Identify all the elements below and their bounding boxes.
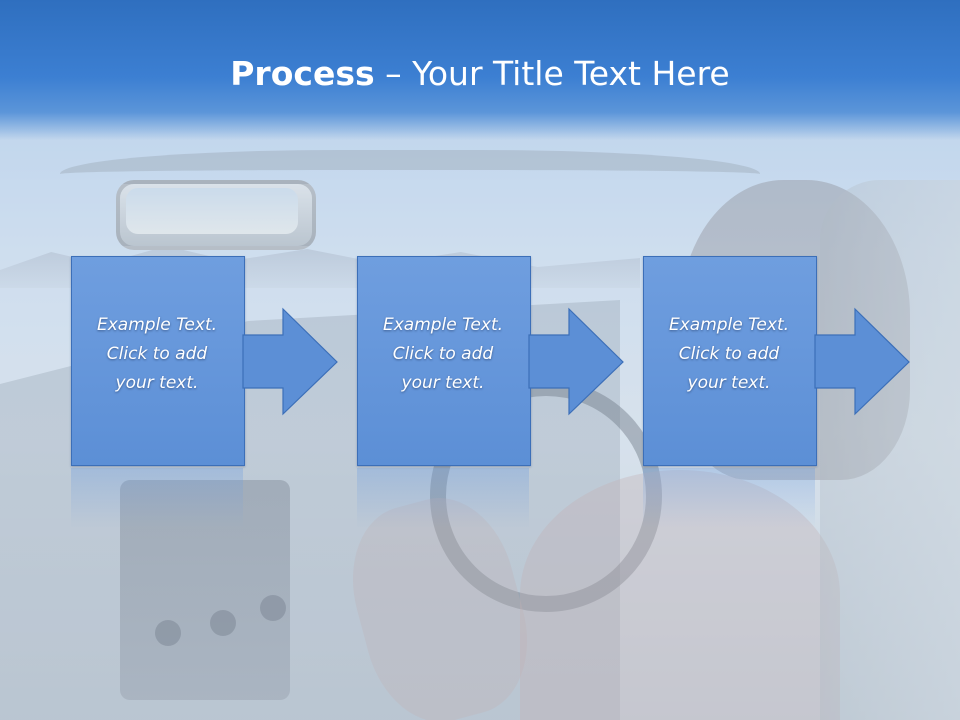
right-arrow-icon: [814, 307, 910, 416]
console-knob: [260, 595, 286, 621]
driver-shoulder: [520, 470, 840, 720]
process-step-2[interactable]: Example Text. Click to add your text.: [357, 256, 624, 528]
step-reflection: [71, 468, 243, 528]
right-arrow-icon: [242, 307, 338, 416]
car-seat: [820, 180, 960, 720]
title-band: [0, 0, 960, 140]
center-console: [120, 480, 290, 700]
step-text[interactable]: Example Text. Click to add your text.: [96, 315, 218, 393]
step-text[interactable]: Example Text. Click to add your text.: [668, 315, 790, 393]
step-reflection: [357, 468, 529, 528]
step-box[interactable]: [643, 256, 817, 466]
step-reflection: [643, 468, 815, 528]
console-knob: [155, 620, 181, 646]
slide-title[interactable]: Process – Your Title Text Here: [0, 52, 960, 96]
windshield-frame: [60, 150, 760, 210]
step-box[interactable]: [71, 256, 245, 466]
process-step-3[interactable]: Example Text. Click to add your text.: [643, 256, 910, 528]
process-step-1[interactable]: Example Text. Click to add your text.: [71, 256, 338, 528]
right-arrow-icon: [528, 307, 624, 416]
title-bold: Process: [230, 54, 375, 93]
console-knob: [210, 610, 236, 636]
step-text[interactable]: Example Text. Click to add your text.: [382, 315, 504, 393]
title-rest: – Your Title Text Here: [374, 54, 730, 93]
rearview-mirror-glass: [126, 188, 298, 234]
step-box[interactable]: [357, 256, 531, 466]
